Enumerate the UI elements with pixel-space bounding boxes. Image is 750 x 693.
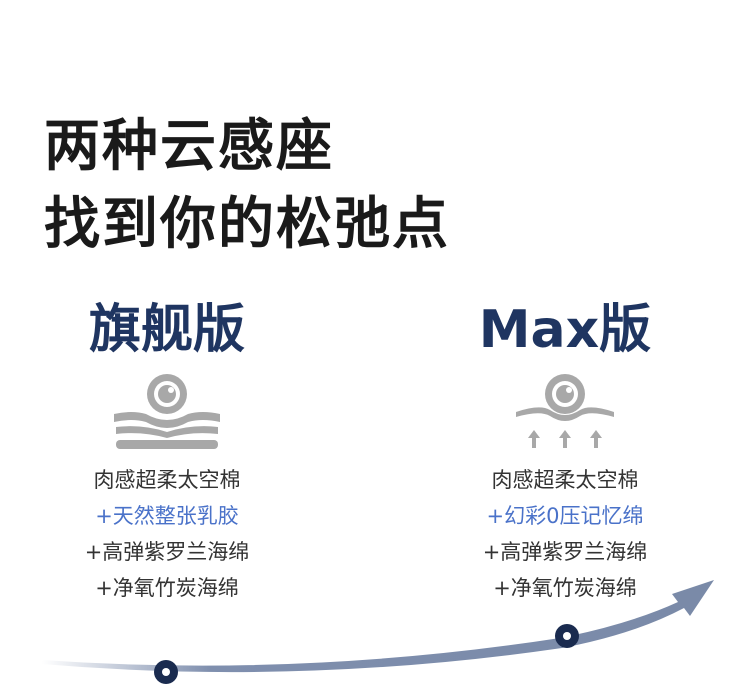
feature-item: +高弹紫罗兰海绵 xyxy=(482,540,648,564)
layered-foam-icon xyxy=(114,374,220,449)
feature-item: 肉感超柔太空棉 xyxy=(491,468,639,492)
feature-item: +净氧竹炭海绵 xyxy=(95,576,239,600)
feature-item: +净氧竹炭海绵 xyxy=(493,576,637,600)
feature-list: 肉感超柔太空棉 +天然整张乳胶 +高弹紫罗兰海绵 +净氧竹炭海绵 xyxy=(17,462,317,606)
product-title: 旗舰版 xyxy=(88,300,245,360)
headline-line-2: 找到你的松弛点 xyxy=(44,192,450,257)
milestone-dot-flagship xyxy=(154,660,178,684)
product-flagship: 旗舰版 肉感超柔太空棉 +天然整张乳胶 +高弹紫罗兰海绵 +净氧竹炭海绵 xyxy=(17,298,317,606)
feature-item-highlight: +幻彩0压记忆绵 xyxy=(486,504,644,528)
feature-item: 肉感超柔太空棉 xyxy=(93,468,241,492)
product-max: Max版 肉感超柔太空棉 +幻彩0压记忆绵 +高弹紫罗兰海绵 +净氧竹炭海绵 xyxy=(415,298,715,606)
feature-item-highlight: +天然整张乳胶 xyxy=(95,504,239,528)
upgrade-arrow-curve xyxy=(42,580,714,684)
feature-item: +高弹紫罗兰海绵 xyxy=(84,540,250,564)
headline: 两种云感座 找到你的松弛点 xyxy=(44,108,450,264)
feature-list: 肉感超柔太空棉 +幻彩0压记忆绵 +高弹紫罗兰海绵 +净氧竹炭海绵 xyxy=(415,462,715,606)
milestone-dot-max xyxy=(555,624,579,648)
product-title: Max版 xyxy=(478,300,652,360)
headline-line-1: 两种云感座 xyxy=(44,114,334,179)
rebound-foam-icon xyxy=(516,374,614,448)
